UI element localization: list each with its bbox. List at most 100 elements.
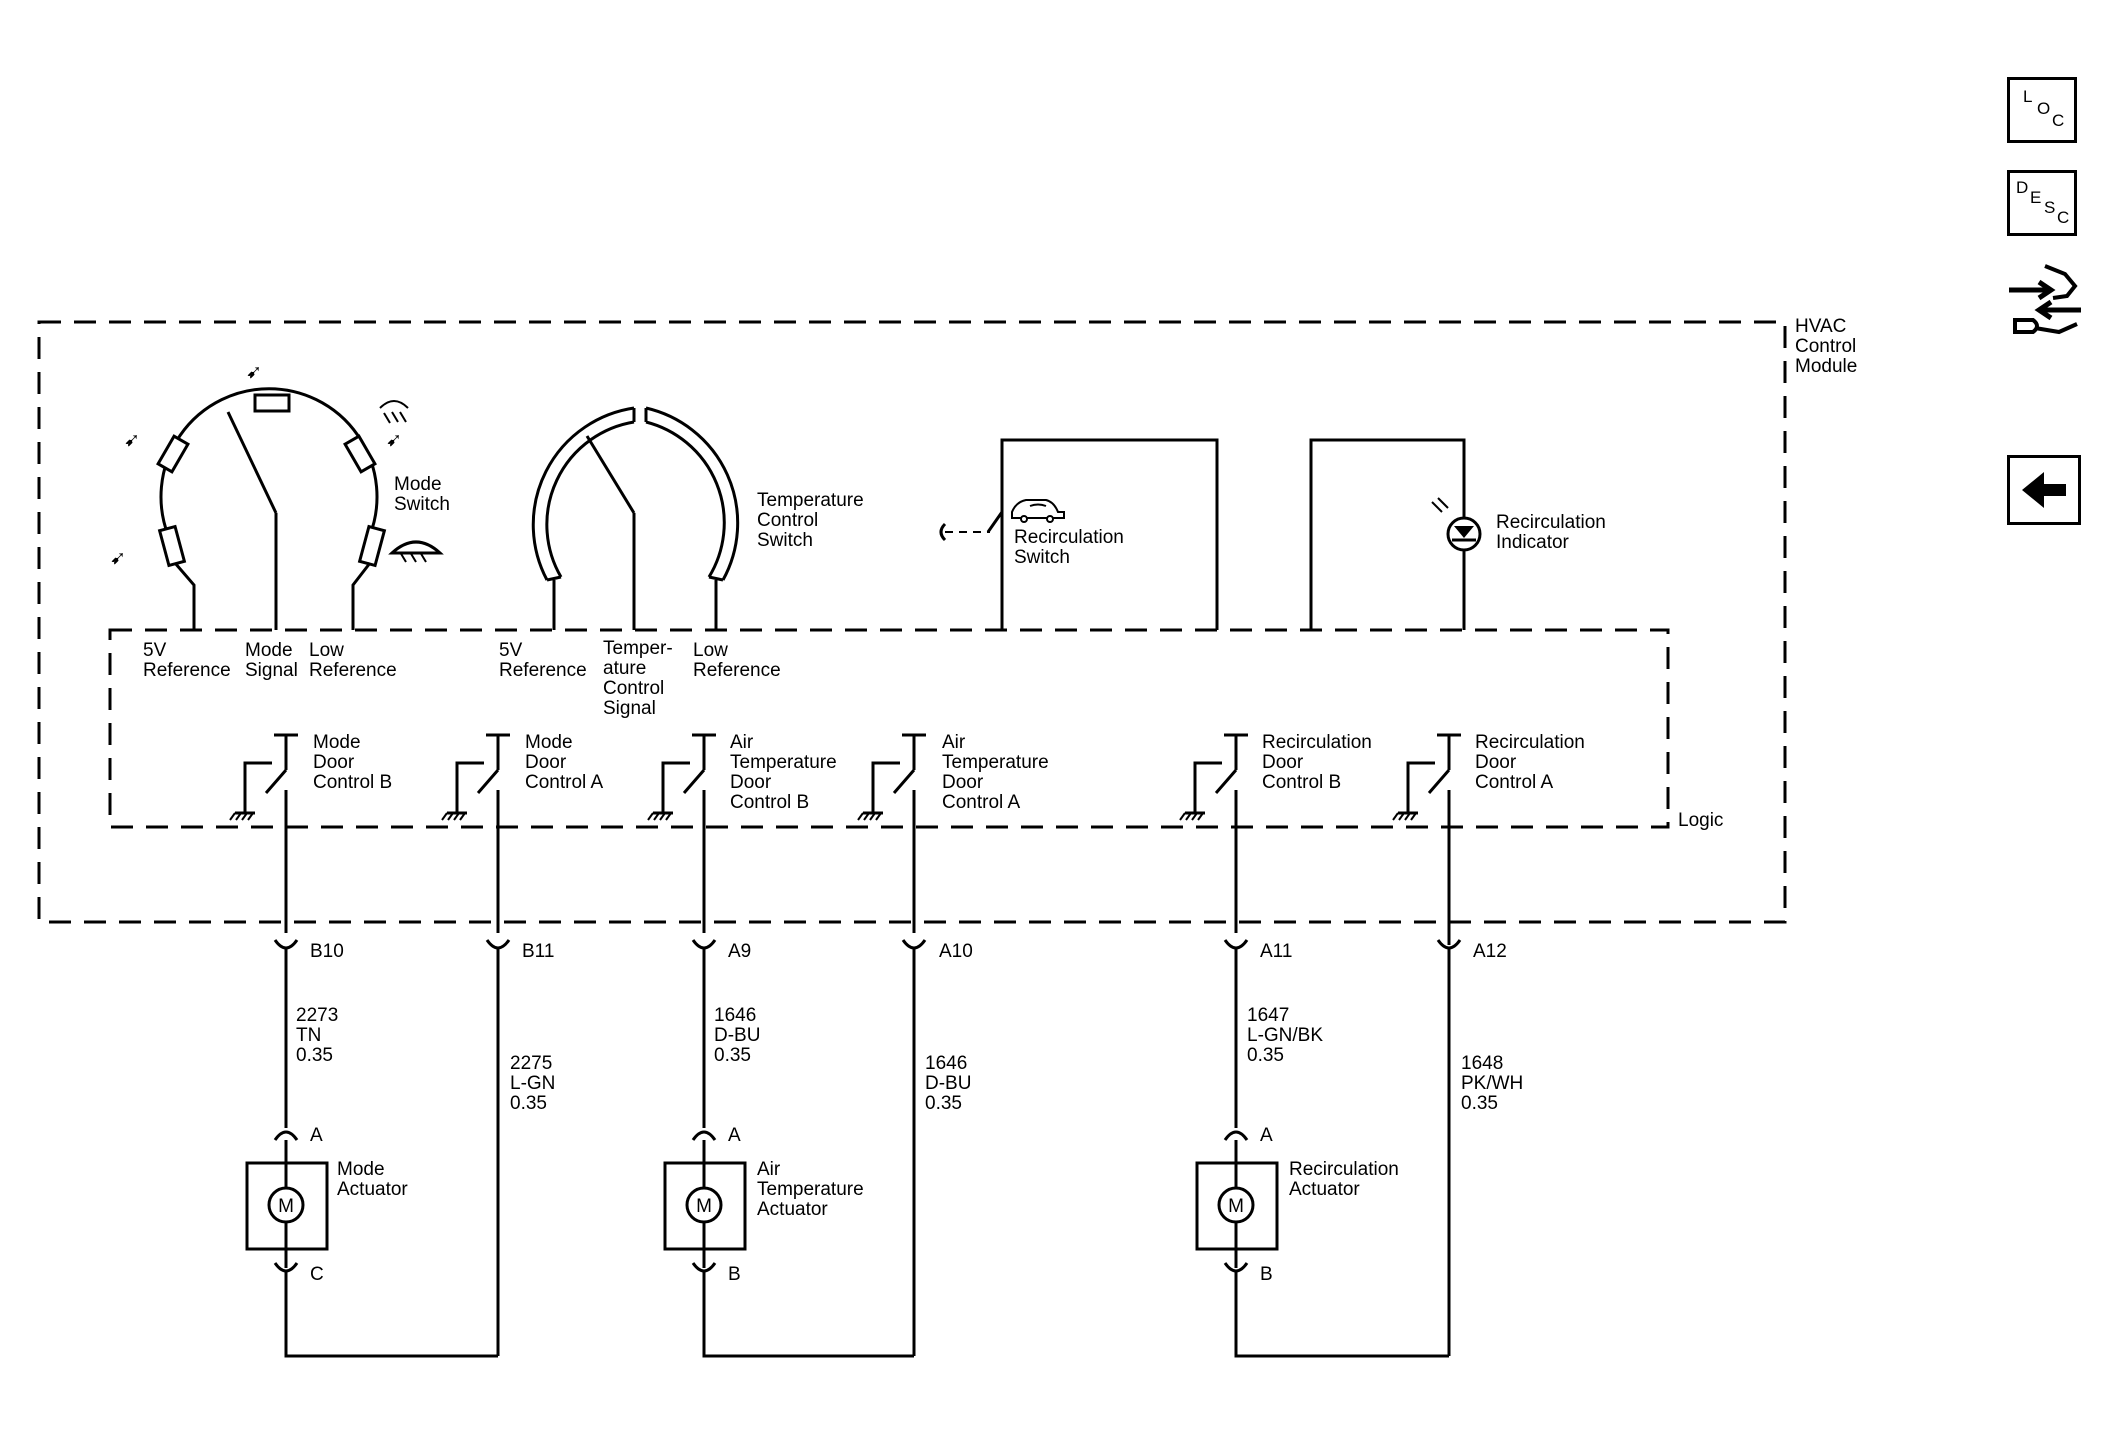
- logic-switch-recirc-b: Recirculation Door Control B: [1178, 732, 1372, 933]
- svg-text:0.35: 0.35: [1247, 1045, 1284, 1066]
- svg-text:Door: Door: [730, 772, 772, 793]
- bi-level-vent-icon: ➹: [124, 430, 140, 451]
- logic-switch-air-temp-b: Air Temperature Door Control B: [646, 732, 837, 933]
- logic-switch-mode-a: Mode Door Control A: [440, 732, 603, 933]
- svg-text:Mode: Mode: [525, 732, 573, 753]
- svg-text:Reference: Reference: [499, 660, 587, 681]
- svg-text:0.35: 0.35: [296, 1045, 333, 1066]
- svg-text:Control A: Control A: [1475, 772, 1553, 793]
- svg-text:B10: B10: [310, 941, 344, 962]
- air-temperature-actuator: A M B Air Temperature Actuator: [663, 1125, 914, 1358]
- svg-text:A: A: [728, 1125, 741, 1146]
- svg-text:TN: TN: [296, 1025, 321, 1046]
- svg-text:1646: 1646: [925, 1053, 967, 1074]
- svg-text:D-BU: D-BU: [925, 1073, 971, 1094]
- svg-text:Door: Door: [313, 752, 355, 773]
- mode-switch-contact-right-lower: [357, 524, 387, 568]
- description-button[interactable]: D E S C: [2007, 170, 2077, 236]
- recirculation-car-icon: [1011, 499, 1065, 523]
- desc-letter-c: C: [2057, 208, 2070, 227]
- location-button[interactable]: L O C: [2007, 77, 2077, 143]
- svg-text:M: M: [696, 1196, 712, 1217]
- svg-text:Actuator: Actuator: [337, 1179, 408, 1200]
- back-button[interactable]: [2007, 455, 2081, 525]
- svg-text:Control B: Control B: [1262, 772, 1341, 793]
- mode-switch-contact-left-upper: [156, 434, 190, 474]
- svg-text:Door: Door: [942, 772, 984, 793]
- temperature-control-switch: Temperature Control Switch: [531, 406, 864, 630]
- svg-text:B: B: [1260, 1264, 1273, 1285]
- svg-text:0.35: 0.35: [510, 1093, 547, 1114]
- recirc-switch-label-2: Switch: [1014, 547, 1070, 568]
- recirc-switch-label-1: Recirculation: [1014, 527, 1124, 548]
- svg-text:➹: ➹: [110, 548, 126, 569]
- floor-defrost-icon: ➹: [379, 400, 409, 451]
- svg-text:Control A: Control A: [525, 772, 603, 793]
- svg-text:Module: Module: [1795, 356, 1857, 377]
- mode-switch-contact-top: [253, 393, 291, 413]
- mode-actuator: A M C Mode Actuator: [245, 1125, 498, 1358]
- connector-a10: A10: [901, 939, 973, 1356]
- svg-text:ature: ature: [603, 658, 646, 679]
- svg-text:Door: Door: [525, 752, 567, 773]
- svg-text:Actuator: Actuator: [757, 1199, 828, 1220]
- svg-text:Door: Door: [1475, 752, 1517, 773]
- svg-text:A11: A11: [1260, 941, 1292, 962]
- svg-text:Recirculation: Recirculation: [1262, 732, 1372, 753]
- svg-text:B11: B11: [522, 941, 554, 962]
- wire-label-1646-a9: 1646 D-BU 0.35: [714, 1005, 760, 1066]
- svg-text:Mode: Mode: [313, 732, 361, 753]
- back-arrow-icon: [2022, 472, 2066, 508]
- logic-label: Logic: [1678, 810, 1723, 831]
- wire-label-1647: 1647 L-GN/BK 0.35: [1247, 1005, 1323, 1066]
- connector-end-view-icon[interactable]: [2005, 258, 2085, 348]
- svg-text:D-BU: D-BU: [714, 1025, 760, 1046]
- hvac-module-label: HVAC Control Module: [1795, 316, 1857, 377]
- svg-text:A: A: [1260, 1125, 1273, 1146]
- svg-text:1646: 1646: [714, 1005, 756, 1026]
- recirc-indicator-label-1: Recirculation: [1496, 512, 1606, 533]
- desc-letter-e: E: [2030, 188, 2042, 207]
- svg-text:Low: Low: [309, 640, 344, 661]
- mode-switch-label-1: Mode: [394, 474, 442, 495]
- svg-text:1647: 1647: [1247, 1005, 1289, 1026]
- svg-text:Control: Control: [1795, 336, 1856, 357]
- wire-label-1646-a10: 1646 D-BU 0.35: [925, 1053, 971, 1114]
- wire-label-2275: 2275 L-GN 0.35: [510, 1053, 555, 1114]
- svg-text:Actuator: Actuator: [1289, 1179, 1360, 1200]
- svg-text:Air: Air: [942, 732, 966, 753]
- wire-label-1648: 1648 PK/WH 0.35: [1461, 1053, 1523, 1114]
- svg-text:➹: ➹: [124, 430, 140, 451]
- svg-text:5V: 5V: [499, 640, 523, 661]
- svg-text:A12: A12: [1473, 941, 1507, 962]
- svg-text:Air: Air: [730, 732, 754, 753]
- temp-switch-label-3: Switch: [757, 530, 813, 551]
- svg-text:0.35: 0.35: [714, 1045, 751, 1066]
- svg-text:Mode: Mode: [245, 640, 293, 661]
- svg-text:PK/WH: PK/WH: [1461, 1073, 1523, 1094]
- svg-text:L-GN: L-GN: [510, 1073, 555, 1094]
- svg-text:Control A: Control A: [942, 792, 1020, 813]
- svg-text:2273: 2273: [296, 1005, 338, 1026]
- recirculation-actuator: A M B Recirculation Actuator: [1195, 1125, 1449, 1358]
- svg-text:Reference: Reference: [693, 660, 781, 681]
- svg-text:A: A: [310, 1125, 323, 1146]
- loc-letter-o: O: [2037, 99, 2051, 118]
- recirc-indicator-label-2: Indicator: [1496, 532, 1570, 553]
- svg-text:Signal: Signal: [245, 660, 298, 681]
- defrost-icon: [388, 540, 444, 563]
- svg-text:Recirculation: Recirculation: [1289, 1159, 1399, 1180]
- panel-vent-icon: ➹: [246, 362, 262, 383]
- svg-text:Reference: Reference: [143, 660, 231, 681]
- svg-text:Control B: Control B: [730, 792, 809, 813]
- loc-letter-l: L: [2023, 87, 2033, 106]
- connector-a9: A9: [691, 939, 751, 1128]
- svg-text:Temper-: Temper-: [603, 638, 673, 659]
- svg-text:B: B: [728, 1264, 741, 1285]
- svg-text:Temperature: Temperature: [942, 752, 1049, 773]
- svg-text:➹: ➹: [386, 430, 402, 451]
- svg-text:M: M: [1228, 1196, 1244, 1217]
- svg-text:Temperature: Temperature: [757, 1179, 864, 1200]
- temp-switch-label-1: Temperature: [757, 490, 864, 511]
